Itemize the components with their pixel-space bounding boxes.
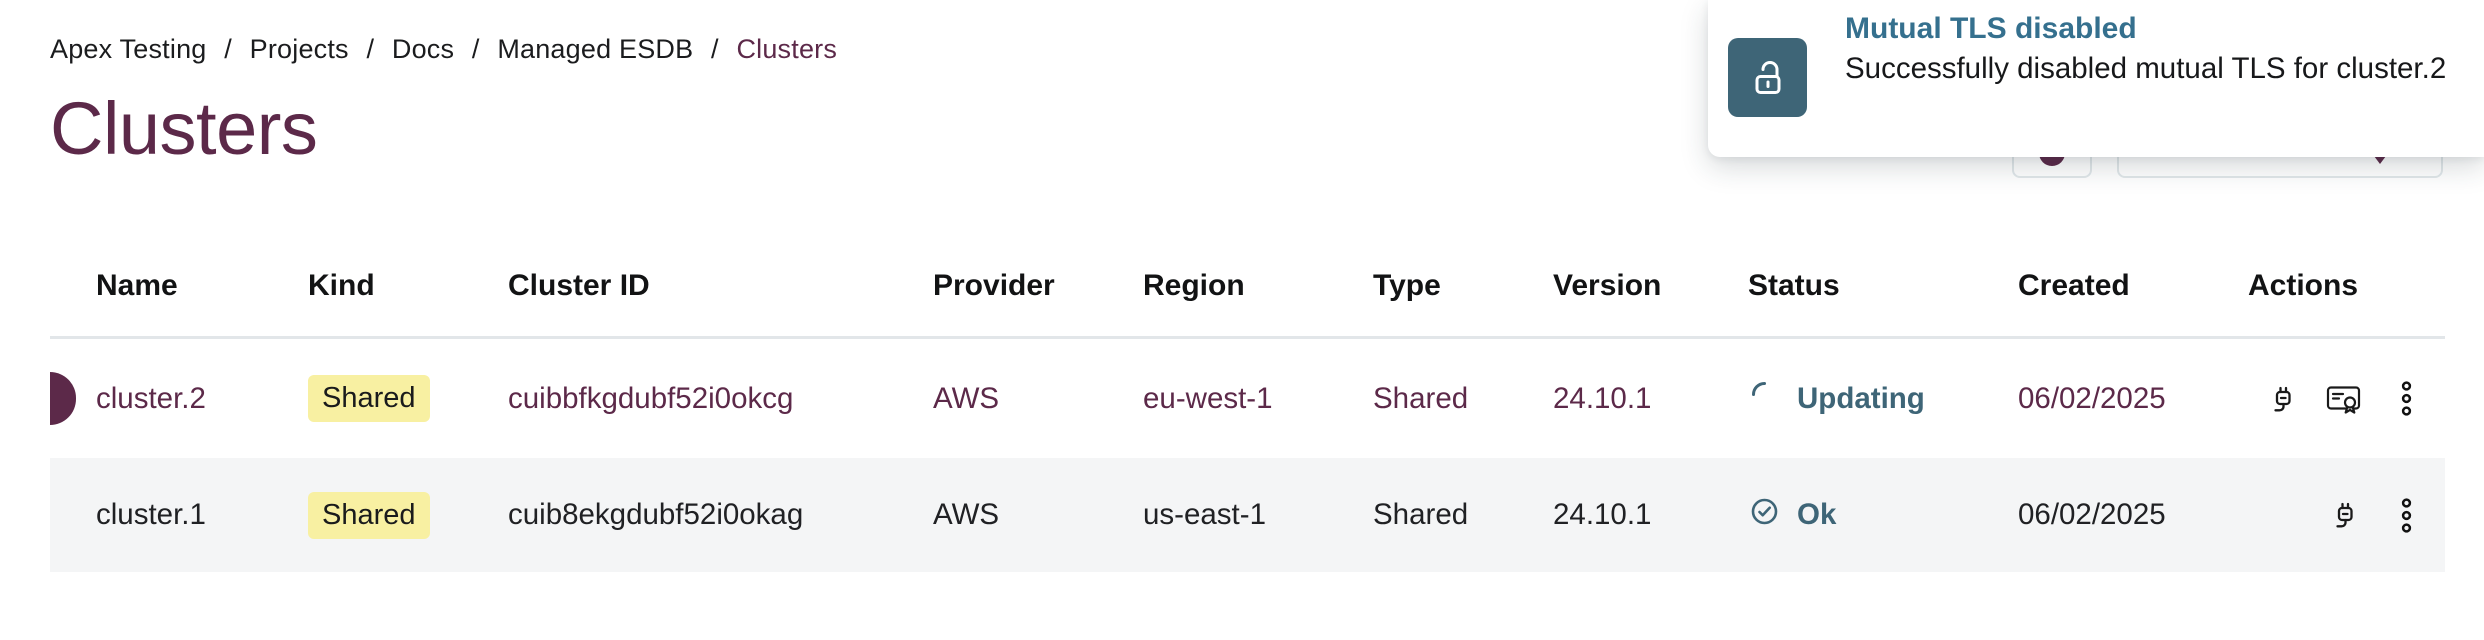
breadcrumb-projects[interactable]: Projects	[249, 34, 349, 64]
toast-message: Successfully disabled mutual TLS for clu…	[1845, 52, 2447, 85]
breadcrumb-org[interactable]: Apex Testing	[50, 34, 207, 64]
breadcrumb-separator: /	[224, 34, 232, 64]
unlock-icon	[1728, 38, 1807, 117]
actions-empty-slot	[2251, 498, 2313, 533]
cell-cluster-id: cuib8ekgdubf52i0okag	[508, 498, 804, 531]
toast-title: Mutual TLS disabled	[1845, 12, 2137, 45]
toast-notification[interactable]: Mutual TLS disabled Successfully disable…	[1708, 0, 2484, 157]
cell-kind: Shared	[275, 491, 475, 539]
breadcrumb-clusters[interactable]: Clusters	[736, 34, 838, 64]
spinner-icon	[1748, 378, 1781, 419]
breadcrumb-managed-esdb[interactable]: Managed ESDB	[497, 34, 694, 64]
breadcrumb-separator: /	[711, 34, 719, 64]
cell-version: 24.10.1	[1553, 381, 1652, 415]
cell-cluster-id: cuibbfkgdubf52i0okcg	[508, 381, 794, 415]
status-label: Updating	[1797, 381, 1925, 415]
breadcrumb: Apex Testing / Projects / Docs / Managed…	[50, 34, 837, 65]
column-header-cluster-id: Cluster ID	[508, 268, 650, 302]
column-header-created: Created	[2018, 268, 2130, 302]
cell-type: Shared	[1373, 498, 1469, 531]
column-header-name: Name	[96, 268, 178, 302]
cell-region: us-east-1	[1143, 498, 1266, 531]
column-header-status: Status	[1748, 268, 1840, 302]
table-header-row: Name Kind Cluster ID Provider Region Typ…	[50, 235, 2445, 339]
cell-status: Updating	[1715, 378, 1985, 419]
column-header-provider: Provider	[933, 268, 1055, 302]
cell-actions	[2215, 497, 2445, 533]
clusters-table: Name Kind Cluster ID Provider Region Typ…	[50, 235, 2445, 572]
kebab-menu-icon[interactable]	[2375, 381, 2437, 416]
cell-provider: AWS	[933, 381, 1000, 415]
cell-region: eu-west-1	[1143, 381, 1273, 415]
table-row-cluster-1[interactable]: cluster.1 Shared cuib8ekgdubf52i0okag AW…	[50, 458, 2445, 572]
cell-actions	[2215, 381, 2445, 416]
cell-version: 24.10.1	[1553, 498, 1652, 531]
cell-created: 06/02/2025	[2018, 381, 2166, 415]
connect-icon[interactable]	[2251, 381, 2313, 416]
cell-provider: AWS	[933, 498, 1000, 531]
cell-status: Ok	[1715, 495, 1985, 536]
certificate-icon[interactable]	[2313, 381, 2375, 416]
breadcrumb-separator: /	[366, 34, 375, 64]
kind-badge: Shared	[308, 491, 430, 539]
kebab-menu-icon[interactable]	[2375, 497, 2437, 533]
check-circle-icon	[1748, 495, 1781, 536]
column-header-version: Version	[1553, 268, 1662, 302]
cell-name[interactable]: cluster.1	[96, 498, 206, 531]
breadcrumb-separator: /	[471, 34, 480, 64]
cell-kind: Shared	[275, 375, 475, 422]
cell-name[interactable]: cluster.2	[96, 381, 206, 415]
connect-icon[interactable]	[2313, 498, 2375, 533]
breadcrumb-project[interactable]: Docs	[391, 34, 455, 64]
selected-row-indicator	[50, 372, 76, 425]
column-header-actions: Actions	[2248, 268, 2359, 302]
column-header-type: Type	[1373, 268, 1441, 302]
table-row-cluster-2[interactable]: cluster.2 Shared cuibbfkgdubf52i0okcg AW…	[50, 339, 2445, 458]
column-header-kind: Kind	[308, 268, 375, 302]
page-title: Clusters	[50, 87, 318, 170]
cell-created: 06/02/2025	[2018, 498, 2166, 531]
column-header-region: Region	[1143, 268, 1245, 302]
kind-badge: Shared	[308, 375, 430, 422]
cell-type: Shared	[1373, 381, 1469, 415]
status-label: Ok	[1797, 498, 1837, 531]
